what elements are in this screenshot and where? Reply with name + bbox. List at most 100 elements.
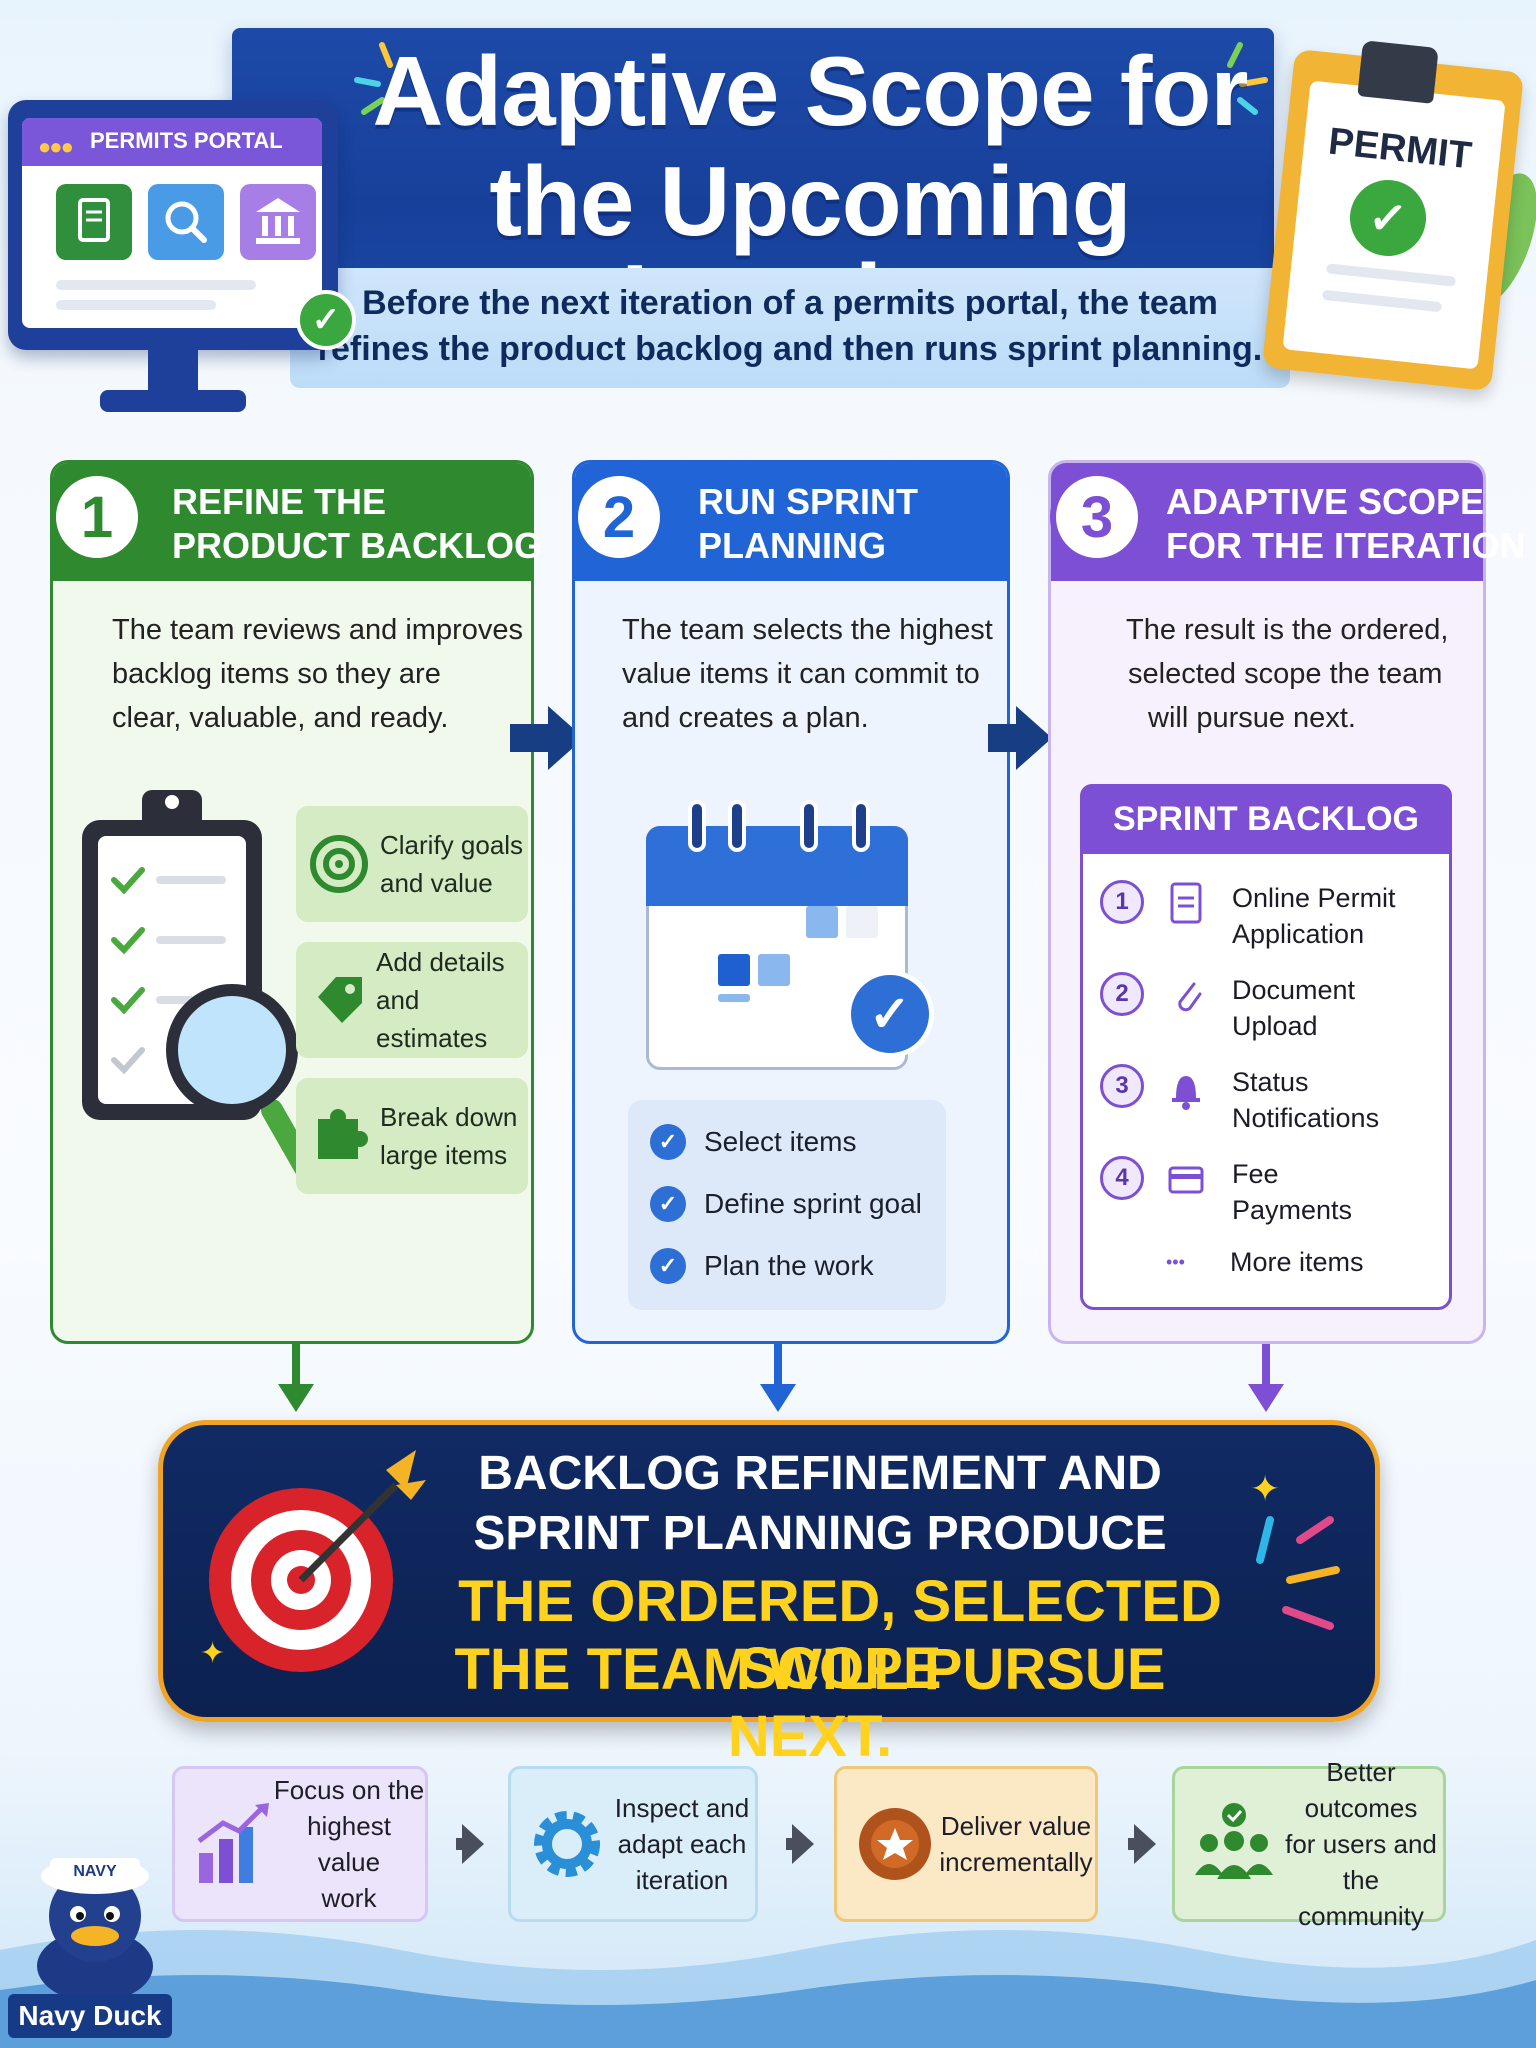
calendar-cell [758, 954, 790, 986]
sprint-backlog-header [1080, 784, 1452, 854]
sparkle-left-icon [354, 42, 393, 115]
banner-line4: THE TEAM WILL PURSUE NEXT. [454, 1637, 1166, 1769]
target-arrow-icon [209, 1450, 426, 1672]
arrow-stem [510, 724, 552, 752]
item-label: Online Permit [1232, 883, 1396, 913]
outcome-text: for users and [1285, 1829, 1437, 1859]
feature-label: Add details [375, 947, 505, 977]
step-number: 3 [1050, 470, 1144, 564]
subtitle-box [290, 268, 1290, 388]
step-description-line: The result is the ordered, [1126, 614, 1449, 646]
item-label: Notifications [1232, 1103, 1380, 1133]
step-title-line2: FOR THE ITERATION [1166, 525, 1526, 566]
step-description-line: selected scope the team [1128, 658, 1443, 690]
outcome-text: Inspect and [614, 1793, 750, 1823]
feature-label: large items [380, 1140, 508, 1170]
checklist-item: ✓ Plan the work [650, 1248, 874, 1284]
monitor-dots-icon: ●●● [38, 134, 74, 159]
calendar-ring [728, 800, 746, 852]
gear-icon [534, 1811, 600, 1877]
check-badge-icon: ✓ [296, 290, 356, 350]
banner-line3: THE ORDERED, SELECTED SCOPE [458, 1569, 1222, 1701]
feature-add-details: Add details and estimates [296, 942, 528, 1058]
item-label: Document [1232, 975, 1356, 1005]
arrow-right-icon [792, 1824, 814, 1864]
subtitle-line2: refines the product backlog and then run… [317, 330, 1263, 368]
mascot-cap-text: NAVY [73, 1863, 117, 1880]
step-number: 1 [50, 470, 144, 564]
checklist-label: Select items [704, 1126, 857, 1157]
item-number: 2 [1100, 972, 1144, 1016]
arrow-down-icon [1248, 1344, 1284, 1412]
people-icon [1195, 1803, 1273, 1879]
feature-label: Clarify goals [380, 830, 524, 860]
calendar-cell [718, 994, 750, 1002]
outcome-text: incrementally [939, 1847, 1093, 1877]
puzzle-icon [318, 1109, 368, 1159]
navy-duck-mascot-icon: NAVY [37, 1858, 153, 1996]
feature-label: and value [380, 868, 493, 898]
arrow-stem [988, 724, 1020, 752]
sprint-backlog-box [1080, 784, 1452, 1310]
step-description-line: The team selects the highest [622, 614, 993, 646]
star-badge-icon [859, 1808, 931, 1880]
bar-chart-icon [197, 1803, 269, 1883]
page-title-line1: Adaptive Scope for [372, 36, 1248, 146]
paperclip-icon [1178, 982, 1202, 1012]
sprint-backlog-title: SPRINT BACKLOG [1113, 800, 1419, 838]
target-icon [310, 835, 368, 893]
calendar-ring [688, 800, 706, 852]
arrow-down-icon [278, 1344, 314, 1412]
arrow-right-icon [1134, 1824, 1156, 1864]
check-icon: ✓ [650, 1248, 686, 1284]
calendar-ring [852, 800, 870, 852]
item-number: 4 [1100, 1156, 1144, 1200]
sprint-backlog-item: 1 Online Permit Application [1100, 880, 1396, 952]
step-number: 2 [572, 470, 666, 564]
burst-lines-icon [1256, 1516, 1340, 1630]
feature-clarify-goals: Clarify goals and value [296, 806, 528, 922]
calendar-ring [800, 800, 818, 852]
feature-break-down: Break down large items [296, 1078, 528, 1194]
outcome-deliver: Deliver value incrementally [834, 1766, 1098, 1922]
monitor-base [100, 390, 246, 412]
sparkle-icon: ✦ [200, 1637, 226, 1670]
sparkle-icon: ✦ [1250, 1468, 1281, 1509]
subtitle-line1: Before the next iteration of a permits p… [362, 284, 1218, 322]
item-label: Payments [1232, 1195, 1353, 1225]
calendar-cell [846, 906, 878, 938]
check-icon: ✓ [650, 1124, 686, 1160]
sprint-backlog-item: 4 Fee Payments [1100, 1156, 1352, 1228]
step-title-line2: PLANNING [698, 525, 886, 566]
step-description-line: value items it can commit to [622, 658, 980, 690]
check-icon: ✓ [650, 1186, 686, 1222]
outcome-text: the community [1298, 1865, 1424, 1931]
search-tile-icon [148, 184, 224, 260]
tag-icon [318, 977, 362, 1023]
outcome-text: Deliver value [940, 1811, 1092, 1841]
arrow-right-icon [462, 1824, 484, 1864]
outcome-focus: Focus on the highest value work [172, 1766, 428, 1922]
arrow-down-icon [760, 1344, 796, 1412]
item-number: 3 [1100, 1064, 1144, 1108]
more-dots-icon: ••• [1166, 1252, 1185, 1272]
outcome-inspect: Inspect and adapt each iteration [508, 1766, 758, 1922]
document-icon [1170, 882, 1202, 924]
item-label: Fee [1232, 1159, 1279, 1189]
step-title-line1: ADAPTIVE SCOPE [1166, 481, 1485, 522]
monitor-line [56, 280, 256, 290]
checklist-item: ✓ Select items [650, 1124, 857, 1160]
outcome-text: Focus on the [273, 1775, 425, 1805]
outcome-community: Better outcomes for users and the commun… [1172, 1757, 1446, 1931]
sprint-backlog-item: 2 Document Upload [1100, 972, 1355, 1044]
arrow-right-icon [1016, 706, 1052, 770]
banner-line1: BACKLOG REFINEMENT AND [478, 1447, 1162, 1500]
item-number: 1 [1100, 880, 1144, 924]
step-description-line: clear, valuable, and ready. [112, 702, 449, 734]
sprint-backlog-more: ••• More items [1166, 1244, 1364, 1280]
arrow-stem [1128, 1838, 1138, 1850]
step-description-line: backlog items so they are [112, 658, 441, 690]
monitor-title-bar [22, 118, 322, 166]
banner-line2: SPRINT PLANNING PRODUCE [473, 1507, 1167, 1560]
feature-label: and estimates [375, 985, 488, 1053]
